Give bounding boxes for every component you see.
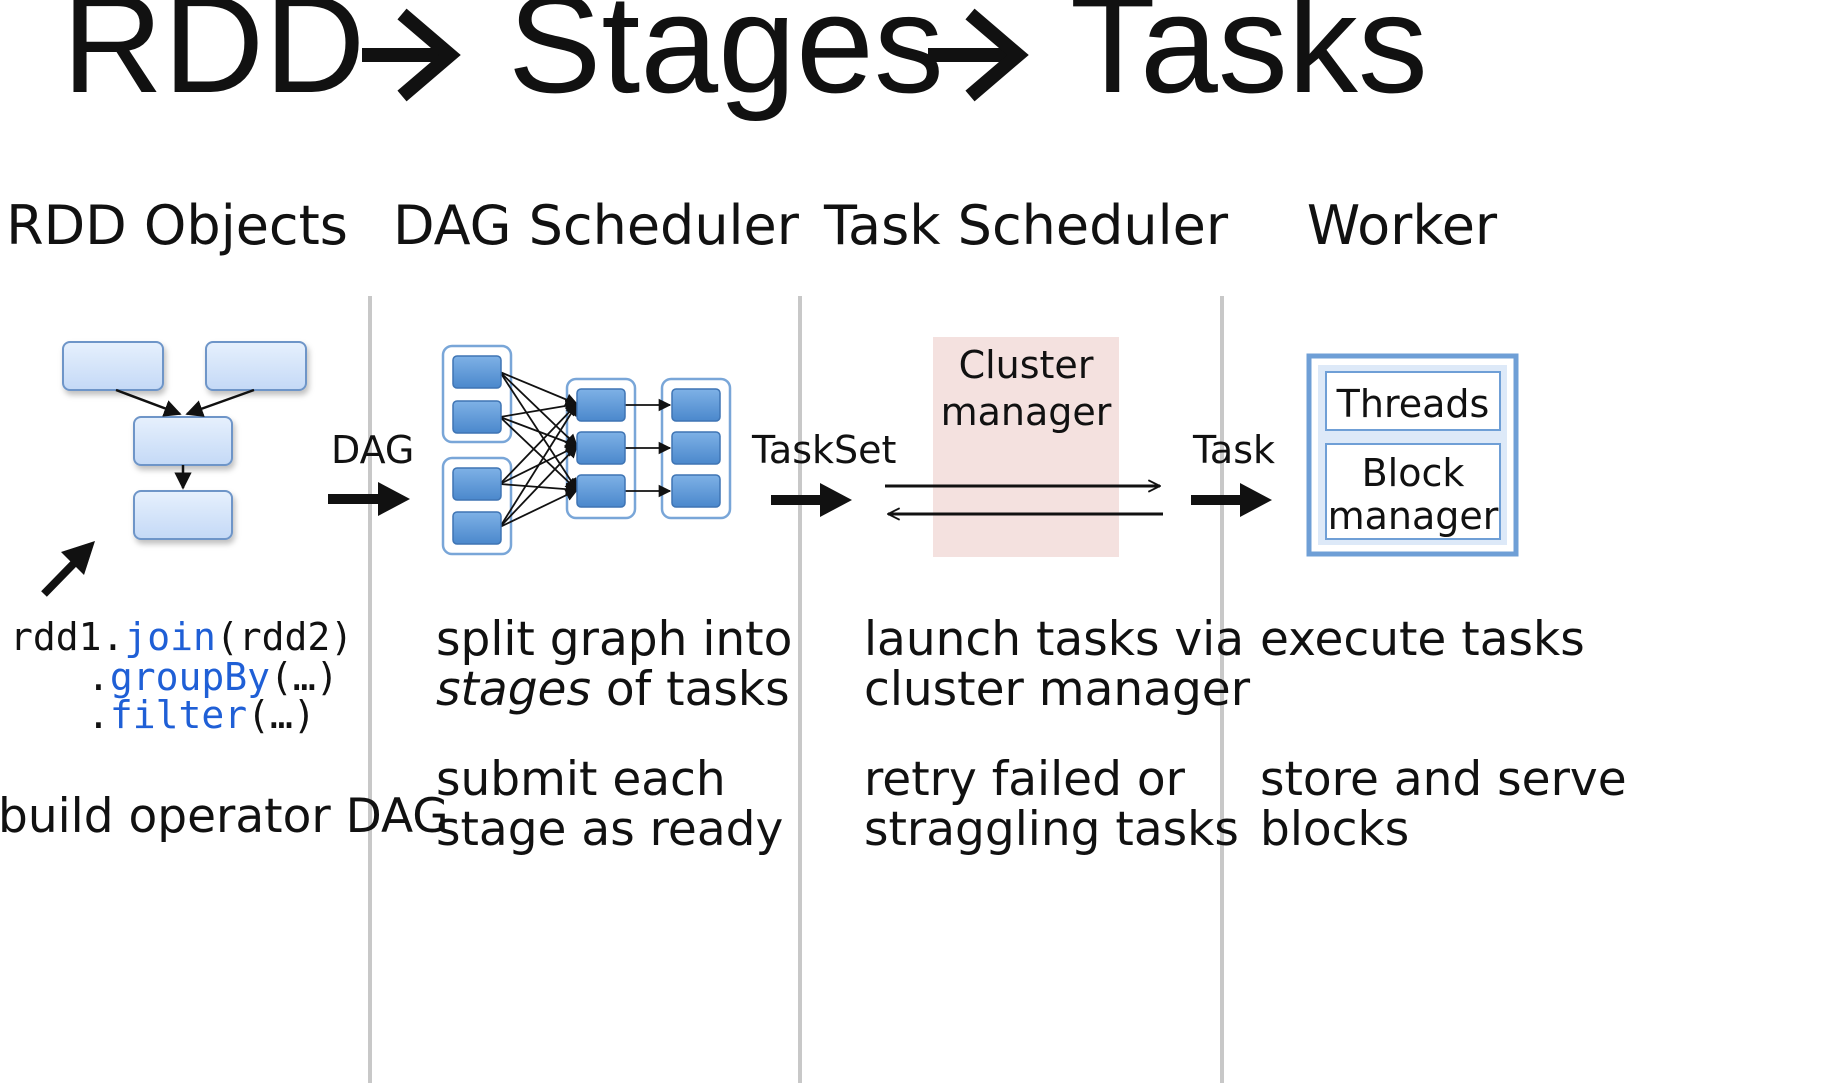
title-rdd: RDD bbox=[62, 0, 365, 122]
task-node bbox=[576, 388, 626, 422]
code-line-2-dot: . bbox=[87, 655, 110, 699]
task-node bbox=[452, 355, 502, 389]
column-heading-dag-scheduler: DAG Scheduler bbox=[393, 194, 800, 257]
description-dag-submit-line-1: submit each bbox=[436, 752, 726, 807]
block-manager-label-line-2: manager bbox=[1328, 494, 1499, 538]
stage-graph bbox=[441, 344, 732, 556]
arrow-label-task: Task bbox=[1192, 428, 1275, 472]
rdd-node bbox=[133, 490, 233, 540]
code-line-3-args: (…) bbox=[247, 693, 316, 737]
description-dag-split-line-1: split graph into bbox=[436, 612, 792, 667]
code-line-1-args: (rdd2) bbox=[216, 615, 353, 659]
task-node bbox=[671, 474, 721, 508]
threads-label: Threads bbox=[1336, 382, 1490, 426]
threads-box bbox=[1325, 371, 1501, 431]
cluster-manager-box bbox=[933, 337, 1119, 557]
task-arrow-icon bbox=[1191, 483, 1272, 517]
taskset-arrow-icon bbox=[771, 483, 852, 517]
code-snippet: rdd1.join(rdd2) .groupBy(…) .filter(…) bbox=[10, 615, 353, 737]
code-line-2-keyword: groupBy bbox=[110, 655, 270, 699]
code-line-2: .groupBy(…) bbox=[87, 655, 339, 699]
code-line-3-keyword: filter bbox=[110, 693, 247, 737]
title-stages: Stages bbox=[508, 0, 944, 122]
stage-group bbox=[441, 344, 513, 444]
shuffle-edges bbox=[499, 371, 672, 528]
description-task-launch-line-1: launch tasks via bbox=[864, 612, 1244, 667]
code-line-3: .filter(…) bbox=[87, 693, 316, 737]
cluster-manager-label-line-2: manager bbox=[941, 390, 1112, 434]
description-task-launch-line-2: cluster manager bbox=[864, 662, 1251, 717]
description-worker-store-line-1: store and serve bbox=[1260, 752, 1627, 807]
description-worker-execute: execute tasks bbox=[1260, 612, 1585, 667]
title-arrow-2-icon bbox=[928, 8, 1029, 102]
task-node bbox=[576, 431, 626, 465]
code-line-2-args: (…) bbox=[270, 655, 339, 699]
code-line-1: rdd1.join(rdd2) bbox=[10, 615, 353, 659]
task-node bbox=[576, 474, 626, 508]
task-node bbox=[452, 467, 502, 501]
code-line-1-keyword: join bbox=[124, 615, 216, 659]
title-arrow-1-icon bbox=[362, 8, 461, 102]
cluster-manager-label-line-1: Cluster bbox=[959, 343, 1094, 387]
block-manager-label-line-1: Block bbox=[1362, 451, 1465, 495]
task-node bbox=[671, 431, 721, 465]
code-pointer-arrow-icon bbox=[41, 541, 95, 597]
description-dag-submit-line-2: stage as ready bbox=[436, 802, 783, 857]
column-heading-task-scheduler: Task Scheduler bbox=[823, 194, 1229, 257]
rdd-node bbox=[205, 341, 307, 391]
rdd-node bbox=[62, 341, 164, 391]
stage-group bbox=[441, 456, 513, 556]
description-dag-split-emphasis: stages bbox=[436, 662, 591, 717]
description-dag-split-rest: of tasks bbox=[591, 662, 790, 717]
task-node bbox=[452, 511, 502, 545]
arrow-label-dag: DAG bbox=[331, 428, 414, 472]
description-rdd-build: build operator DAG bbox=[0, 789, 449, 844]
rdd-edge bbox=[185, 388, 255, 417]
dag-arrow-icon bbox=[328, 482, 410, 516]
description-task-retry-line-1: retry failed or bbox=[864, 752, 1186, 807]
description-task-retry-line-2: straggling tasks bbox=[864, 802, 1239, 857]
task-node bbox=[671, 388, 721, 422]
page-title: RDD Stages Tasks bbox=[62, 0, 1428, 122]
description-worker-store-line-2: blocks bbox=[1260, 802, 1409, 857]
rdd-node bbox=[133, 416, 233, 466]
column-heading-worker: Worker bbox=[1307, 194, 1498, 257]
description-dag-split-line-2: stages of tasks bbox=[436, 662, 790, 717]
title-tasks: Tasks bbox=[1070, 0, 1428, 122]
task-node bbox=[452, 400, 502, 434]
code-line-3-dot: . bbox=[87, 693, 110, 737]
worker-box: Threads Block manager bbox=[1306, 353, 1519, 557]
column-heading-rdd-objects: RDD Objects bbox=[6, 194, 348, 257]
arrow-label-taskset: TaskSet bbox=[751, 428, 896, 472]
block-manager-box bbox=[1325, 443, 1501, 540]
rdd-edge bbox=[115, 388, 182, 417]
rdd-operator-graph bbox=[62, 341, 307, 540]
code-line-1-prefix: rdd1. bbox=[10, 615, 124, 659]
